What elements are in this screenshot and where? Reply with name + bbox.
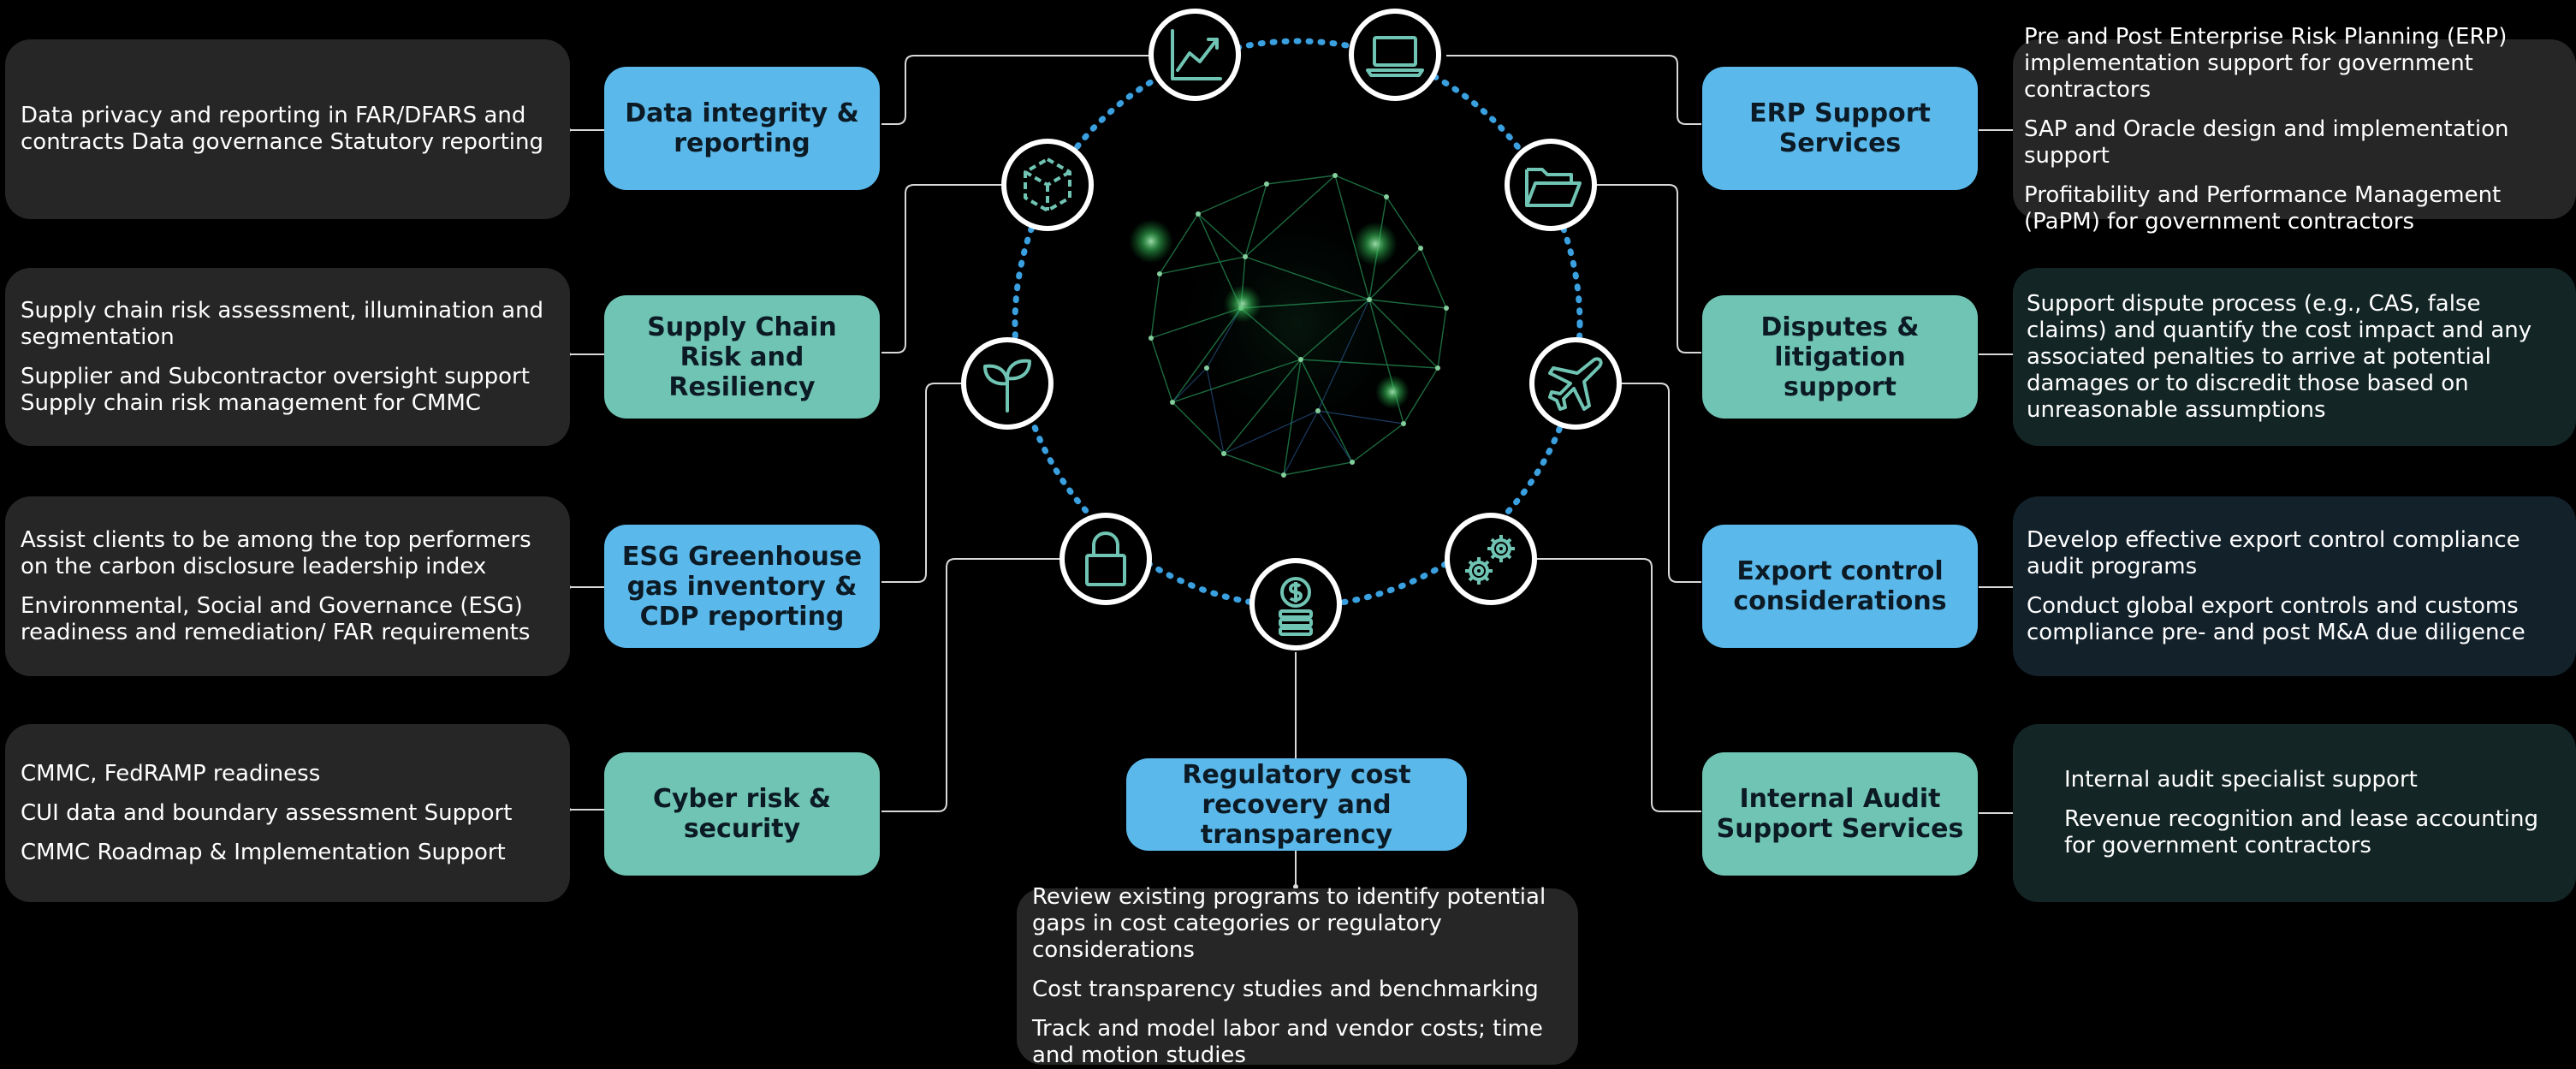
desc-item: SAP and Oracle design and implementation…: [2024, 116, 2509, 169]
dollar-coins-icon: [1249, 558, 1342, 650]
desc-item: Environmental, Social and Governance (ES…: [21, 592, 531, 645]
pill-data-integrity: Data integrity & reporting: [604, 67, 880, 190]
desc-item: Supplier and Subcontractor oversight sup…: [21, 363, 530, 416]
desc-item: Support dispute process (e.g., CAS, fals…: [2027, 290, 2532, 423]
gears-icon: [1445, 513, 1537, 605]
desc-supply-chain: Supply chain risk assessment, illuminati…: [5, 268, 570, 446]
pill-internal-audit: Internal Audit Support Services: [1702, 752, 1978, 876]
desc-data-integrity: Data privacy and reporting in FAR/DFARS …: [5, 39, 570, 219]
pill-supply-chain: Supply Chain Risk and Resiliency: [604, 295, 880, 419]
desc-item: CMMC Roadmap & Implementation Support: [21, 839, 506, 865]
desc-esg: Assist clients to be among the top perfo…: [5, 496, 570, 676]
pill-esg: ESG Greenhouse gas inventory & CDP repor…: [604, 525, 880, 648]
pill-regulatory-cost: Regulatory cost recovery and transparenc…: [1126, 758, 1467, 851]
desc-item: Track and model labor and vendor costs; …: [1032, 1016, 1543, 1068]
pill-export-control: Export control considerations: [1702, 525, 1978, 648]
sprout-icon: [961, 337, 1054, 430]
desc-item: CMMC, FedRAMP readiness: [21, 760, 321, 787]
cube-icon: [1001, 139, 1094, 231]
airplane-icon: [1529, 337, 1622, 430]
globe-network: [1129, 173, 1449, 478]
desc-item: Pre and Post Enterprise Risk Planning (E…: [2024, 23, 2508, 103]
desc-item: Assist clients to be among the top perfo…: [21, 526, 531, 579]
desc-item: Cost transparency studies and benchmarki…: [1032, 977, 1539, 1002]
desc-item: Data privacy and reporting in FAR/DFARS …: [21, 103, 543, 155]
desc-item: Internal audit specialist support: [2064, 767, 2418, 793]
laptop-icon: [1349, 9, 1441, 101]
desc-item: Revenue recognition and lease accounting…: [2064, 806, 2539, 858]
folder-icon: [1505, 139, 1597, 231]
desc-cyber: CMMC, FedRAMP readiness CUI data and bou…: [5, 724, 570, 902]
desc-internal-audit: Internal audit specialist support Revenu…: [2013, 724, 2576, 902]
desc-item: Develop effective export control complia…: [2027, 526, 2520, 579]
desc-item: CUI data and boundary assessment Support: [21, 799, 513, 826]
desc-export-control: Develop effective export control complia…: [2013, 496, 2576, 676]
pill-disputes: Disputes & litigation support: [1702, 295, 1978, 419]
desc-item: Conduct global export controls and custo…: [2027, 592, 2526, 645]
desc-item: Profitability and Performance Management…: [2024, 181, 2502, 235]
pill-erp: ERP Support Services: [1702, 67, 1978, 190]
desc-erp: Pre and Post Enterprise Risk Planning (E…: [2013, 24, 2576, 235]
desc-item: Supply chain risk assessment, illuminati…: [21, 297, 544, 350]
padlock-icon: [1059, 513, 1152, 605]
line-chart-icon: [1149, 9, 1241, 101]
desc-item: Review existing programs to identify pot…: [1032, 884, 1546, 963]
pill-cyber: Cyber risk & security: [604, 752, 880, 876]
desc-regulatory-cost: Review existing programs to identify pot…: [1017, 884, 1578, 1068]
desc-disputes: Support dispute process (e.g., CAS, fals…: [2013, 268, 2576, 446]
